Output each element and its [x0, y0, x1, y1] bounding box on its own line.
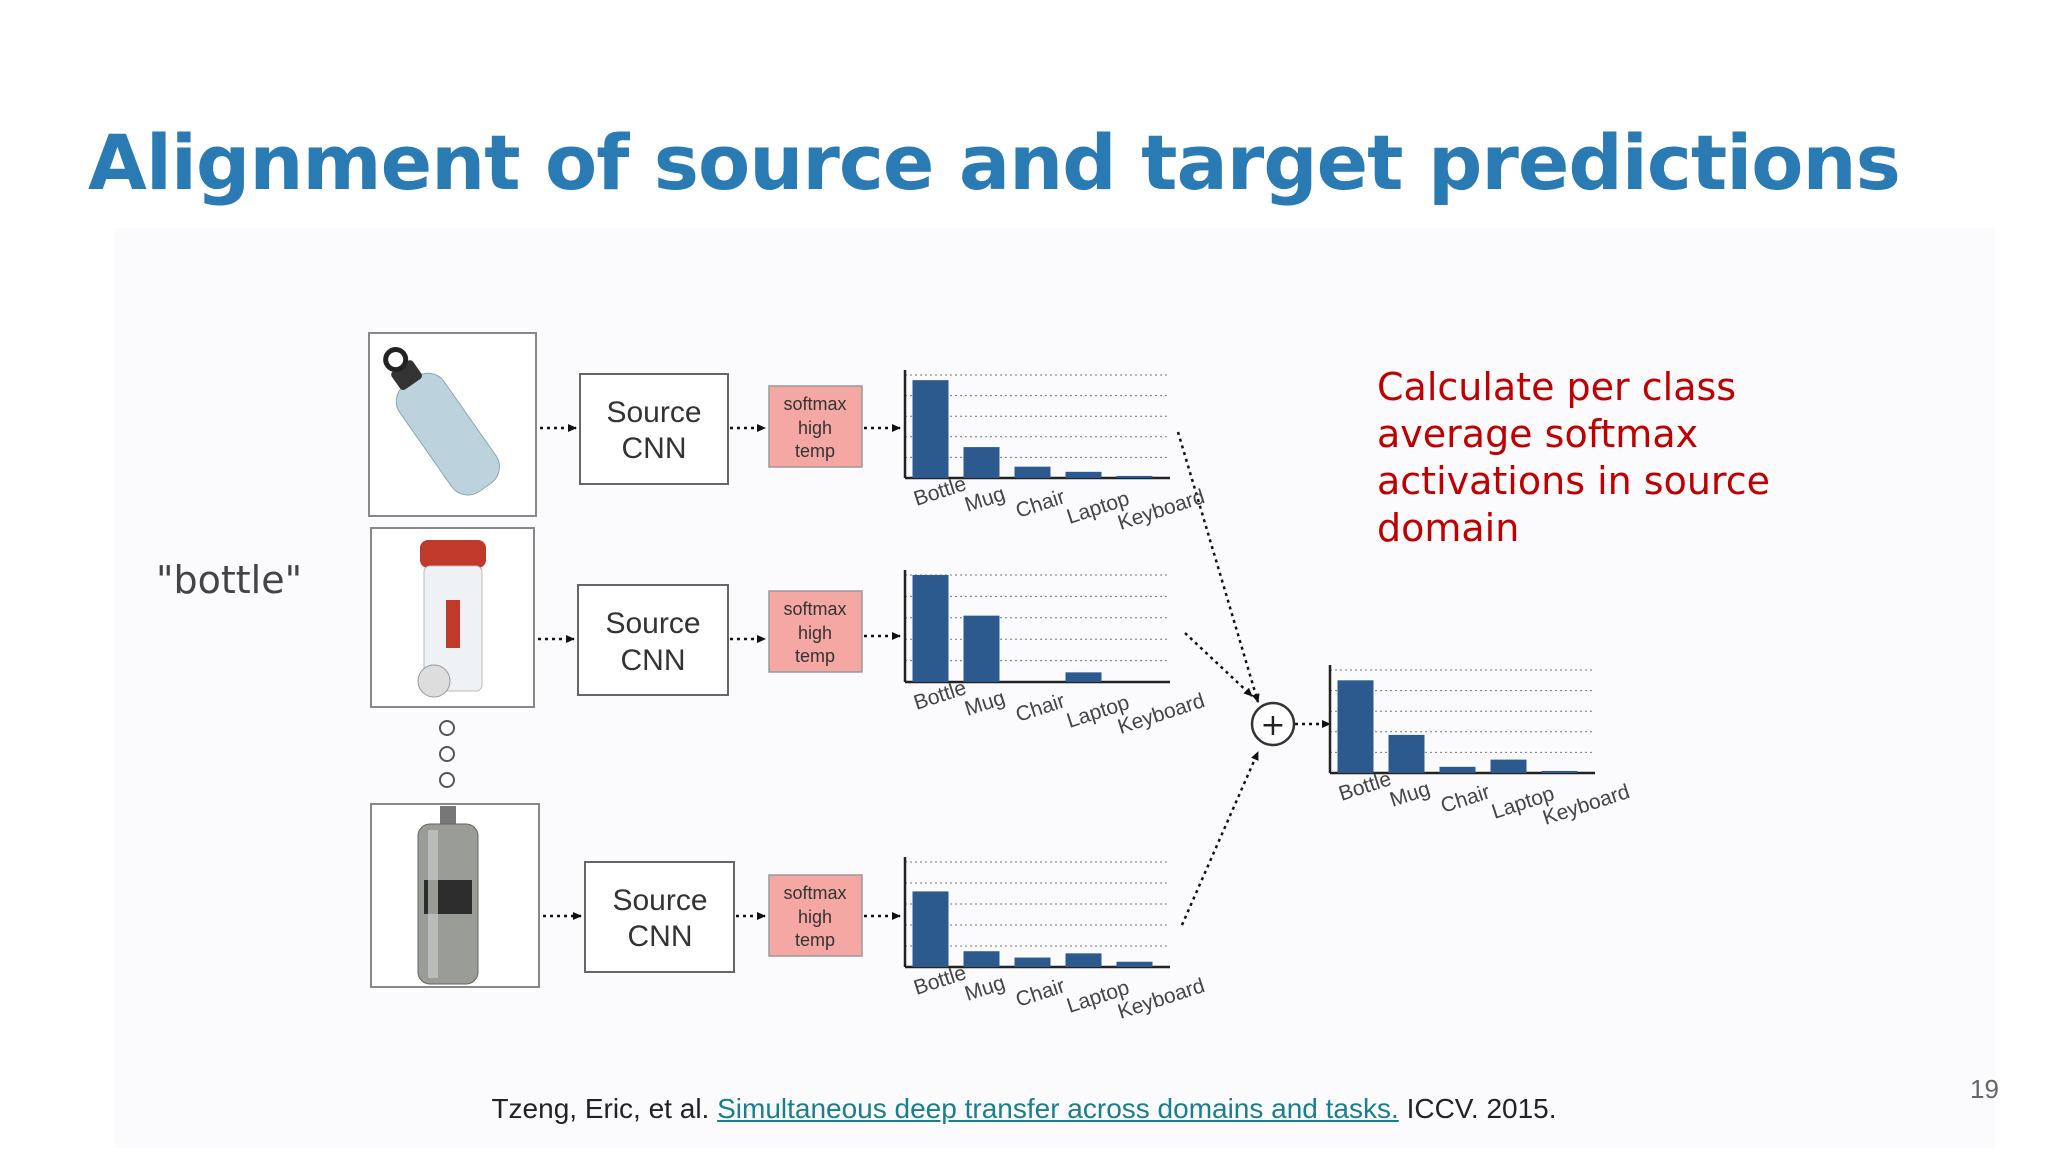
- bar-mug: [1388, 734, 1425, 773]
- tick-label-chair: Chair: [1438, 780, 1493, 817]
- tick-label-chair: Chair: [1013, 974, 1068, 1011]
- bar-bottle: [912, 380, 949, 478]
- bottle-image-3: [370, 803, 540, 988]
- tick-label-keyboard: Keyboard: [1115, 689, 1208, 739]
- cnn-label-line2: CNN: [621, 644, 686, 677]
- tick-label-mug: Mug: [962, 686, 1008, 721]
- cnn-label-line2: CNN: [622, 432, 687, 465]
- tick-label-keyboard: Keyboard: [1540, 780, 1633, 830]
- softmax-label-line3: temp: [795, 930, 835, 950]
- arrow-chart1-sum: [1176, 431, 1260, 703]
- cnn-label-line1: Source: [605, 607, 700, 640]
- source-cnn-box-2: Source CNN: [577, 584, 729, 696]
- citation: Tzeng, Eric, et al. Simultaneous deep tr…: [0, 1093, 2048, 1125]
- bar-laptop: [1065, 672, 1102, 682]
- source-cnn-box-1: Source CNN: [579, 373, 729, 485]
- arrow-chart3-sum: [1180, 751, 1260, 926]
- bar-chair: [1439, 766, 1476, 773]
- bar-mug: [963, 951, 1000, 967]
- cnn-label-line2: CNN: [628, 920, 693, 953]
- bottle-image-1: [368, 332, 537, 517]
- tick-label-chair: Chair: [1013, 485, 1068, 522]
- tick-label-keyboard: Keyboard: [1115, 485, 1208, 535]
- tick-label-mug: Mug: [962, 482, 1008, 517]
- softmax-label-line2: high: [798, 418, 832, 438]
- softmax-box-3: softmax high temp: [768, 874, 863, 957]
- callout-text: Calculate per class average softmax acti…: [1377, 365, 1770, 550]
- sum-node: +: [1250, 701, 1296, 747]
- bar-bottle: [912, 575, 949, 682]
- flow-arrows: [538, 424, 1331, 926]
- softmax-label-line1: softmax: [783, 394, 846, 414]
- source-cnn-box-3: Source CNN: [584, 861, 735, 973]
- tick-label-keyboard: Keyboard: [1115, 974, 1208, 1024]
- cnn-label-line1: Source: [612, 884, 707, 917]
- bar-keyboard: [1541, 770, 1578, 773]
- bar-bottle: [912, 891, 949, 967]
- page-number: 19: [1970, 1074, 1999, 1104]
- softmax-box-2: softmax high temp: [768, 590, 863, 673]
- bar-laptop: [1065, 471, 1102, 478]
- tick-label-chair: Chair: [1013, 689, 1068, 726]
- softmax-label-line3: temp: [795, 646, 835, 666]
- bar-bottle: [1337, 680, 1374, 773]
- softmax-label-line3: temp: [795, 441, 835, 461]
- bar-keyboard: [1116, 475, 1153, 478]
- softmax-label-line2: high: [798, 623, 832, 643]
- bar-chair: [1014, 957, 1051, 967]
- bar-mug: [963, 447, 1000, 478]
- cnn-label-line1: Source: [606, 396, 701, 429]
- softmax-label-line1: softmax: [783, 599, 846, 619]
- tick-label-mug: Mug: [1387, 777, 1433, 812]
- bottle-image-2: [370, 527, 535, 708]
- class-label: "bottle": [156, 558, 303, 602]
- softmax-box-1: softmax high temp: [768, 385, 863, 468]
- bar-laptop: [1490, 759, 1527, 773]
- plus-symbol: +: [1260, 708, 1285, 743]
- arrow-chart2-sum: [1184, 632, 1253, 697]
- softmax-label-line2: high: [798, 907, 832, 927]
- ellipsis-dots: [439, 720, 455, 788]
- bar-mug: [963, 615, 1000, 682]
- citation-suffix: ICCV. 2015.: [1398, 1093, 1557, 1124]
- bar-keyboard: [1116, 961, 1153, 967]
- tick-label-mug: Mug: [962, 971, 1008, 1006]
- citation-link[interactable]: Simultaneous deep transfer across domain…: [717, 1093, 1399, 1124]
- softmax-label-line1: softmax: [783, 883, 846, 903]
- bar-chair: [1014, 466, 1051, 478]
- slide-title: Alignment of source and target predictio…: [88, 118, 1901, 207]
- citation-prefix: Tzeng, Eric, et al.: [491, 1093, 718, 1124]
- bar-laptop: [1065, 953, 1102, 967]
